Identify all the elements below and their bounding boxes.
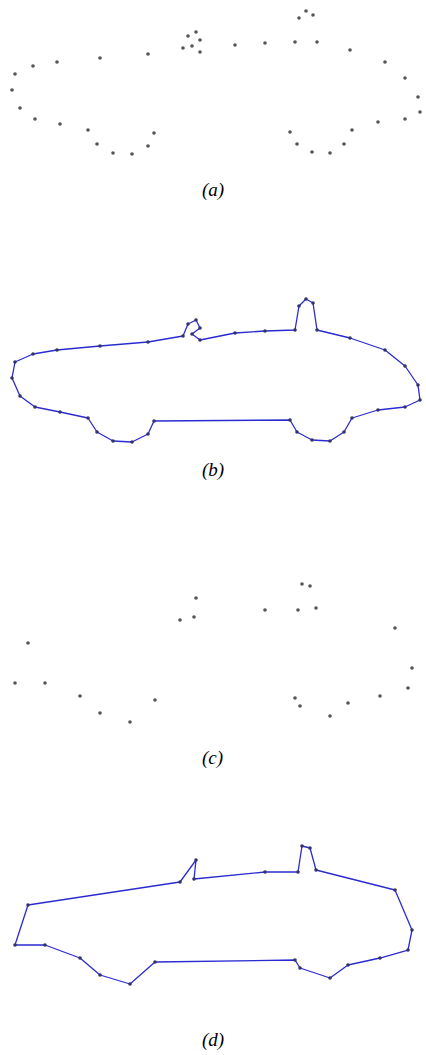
sample-points-dense xyxy=(10,9,422,156)
panel-label: (b) xyxy=(202,459,224,481)
panel-label: (d) xyxy=(202,1029,224,1051)
contour-vertices xyxy=(13,844,414,986)
sample-points-sparse xyxy=(13,582,414,724)
contour-sparse xyxy=(15,846,412,984)
panel-label: (c) xyxy=(202,747,223,769)
contour-vertices xyxy=(10,297,422,444)
panel-label: (a) xyxy=(202,179,224,201)
contour-dense xyxy=(12,299,420,442)
